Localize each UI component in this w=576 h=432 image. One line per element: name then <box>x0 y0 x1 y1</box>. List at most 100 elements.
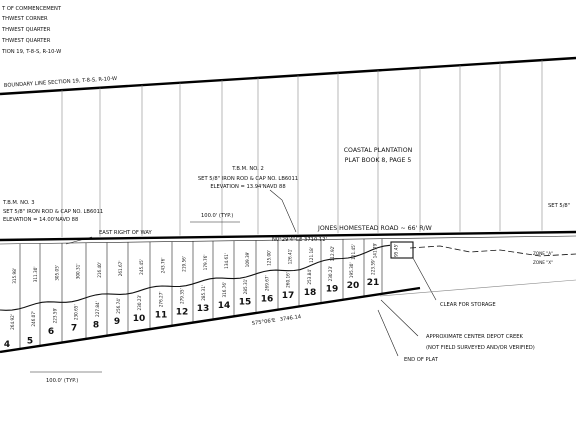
commencement-line-3: THWEST QUARTER <box>1 27 51 33</box>
bottom-depth-label: 230.23' <box>137 295 142 311</box>
lot-numbers: 4 5 6 7 8 9 10 11 12 13 14 15 16 17 18 19 20 21 <box>4 278 379 350</box>
commencement-line-5: TION 19, T-8-S, R-10-W <box>1 49 61 55</box>
bottom-depth-label: 285.31' <box>243 279 248 295</box>
top-depth-labels: 315.98'311.30'305.05'300.31'216.40'261.6… <box>12 243 399 284</box>
bottom-depth-label: 285.31' <box>201 285 206 301</box>
top-depth-label: 109.39' <box>245 252 250 268</box>
bottom-depth-label: 253.84' <box>307 269 312 285</box>
creek-leader <box>380 299 419 337</box>
bottom-depth-label: 230.23' <box>328 266 333 282</box>
lot-number: 8 <box>93 320 99 330</box>
storage-clearing-box <box>390 241 414 259</box>
top-depth-label: 219.56' <box>182 256 187 272</box>
bottom-depth-label: 246.07' <box>31 311 36 327</box>
tbm-2-elevation: ELEVATION = 13.94'NAVD 88 <box>210 184 285 190</box>
lot-number: 5 <box>27 336 33 346</box>
tbm-2-title: T.B.M. NO. 2 <box>231 166 264 172</box>
creek-label: APPROXIMATE CENTER DEPOT CREEK <box>426 334 524 340</box>
top-depth-label: 261.67' <box>118 260 123 276</box>
tbm-3-elevation: ELEVATION = 14.00'NAVD 88 <box>3 217 78 223</box>
tbm-3-title: T.B.M. NO. 3 <box>2 200 35 206</box>
bottom-depth-label: 227.84' <box>95 301 100 317</box>
coastal-plantation-title: COASTAL PLANTATION <box>344 147 413 154</box>
lot-lines <box>19 238 383 349</box>
zone-x-label: ZONE "X" <box>533 260 553 265</box>
coastal-plantation-book: PLAT BOOK 8, PAGE 5 <box>345 157 412 164</box>
zone-a-label: ZONE "A" <box>533 251 553 256</box>
lot-number: 6 <box>48 327 54 337</box>
commencement-line-4: THWEST QUARTER <box>1 38 51 44</box>
lot-number: 10 <box>133 314 146 324</box>
lot-number: 19 <box>326 284 339 294</box>
creek-bearing: S75°06'E <box>251 318 275 327</box>
setback-line <box>0 244 391 311</box>
top-depth-label: 245.45' <box>139 259 144 275</box>
top-depth-label: 179.76' <box>203 255 208 271</box>
lot-number: 7 <box>71 324 77 334</box>
set-rod-right: SET 5/8" <box>548 203 570 209</box>
lot-number: 14 <box>218 301 231 311</box>
tbm-2-leader <box>269 189 297 233</box>
lot-number: 9 <box>114 317 120 327</box>
lot-number: 15 <box>239 298 252 308</box>
bottom-depth-label: 260.16' <box>286 272 291 288</box>
road-name: JONES HOMESTEAD ROAD ~ 66' R/W <box>317 225 432 232</box>
end-plat-label: END OF PLAT <box>404 357 439 363</box>
lot-number: 11 <box>155 310 168 320</box>
section-boundary-line <box>0 56 576 96</box>
lot-number: 20 <box>347 281 360 291</box>
commencement-line-1: T OF COMMENCEMENT <box>1 6 62 12</box>
lot-number: 13 <box>197 304 210 314</box>
top-depth-label: 141.79' <box>372 243 377 259</box>
bottom-depth-label: 316.76' <box>222 282 227 298</box>
top-depth-label: 125.00' <box>266 250 271 266</box>
east-right-of-way-label: EAST RIGHT OF WAY <box>99 230 153 236</box>
bottom-depth-label: 276.27' <box>158 291 163 307</box>
bottom-depth-labels: 264.92' 246.07' 223.59' 230.65' 227.84' 256.7… <box>10 259 375 330</box>
top-depth-label: 112.92' <box>330 246 335 262</box>
lot-number: 18 <box>304 288 317 298</box>
top-depth-label: 300.31' <box>76 263 81 279</box>
creek-centerline <box>0 286 421 354</box>
bottom-depth-label: 223.59' <box>52 308 57 324</box>
commencement-line-2: THWEST CORNER <box>1 16 48 22</box>
tbm-3-rod: SET 5/8" IRON ROD & CAP NO. LB6011 <box>3 209 103 215</box>
lot-number: 17 <box>282 291 295 301</box>
bottom-depth-label: 195.30' <box>349 262 354 278</box>
bottom-depth-label: 230.65' <box>74 304 79 320</box>
clear-storage-leader <box>412 257 437 301</box>
road-edge-line <box>0 235 576 245</box>
typical-width-top: 100.0' (TYP.) <box>201 213 233 219</box>
lot-number: 4 <box>4 340 10 350</box>
coastal-plantation-lot-lines <box>61 60 543 238</box>
top-depth-label: 216.40' <box>97 262 102 278</box>
typical-width-bottom: 100.0' (TYP.) <box>46 378 78 384</box>
lot-number: 21 <box>367 278 380 288</box>
top-depth-label: 126.41' <box>288 249 293 265</box>
bottom-depth-label: 269.67' <box>264 275 269 291</box>
lot-number: 16 <box>261 294 274 304</box>
commencement-note: T OF COMMENCEMENT THWEST CORNER THWEST Q… <box>1 6 62 55</box>
top-depth-label: 134.61' <box>224 253 229 269</box>
top-depth-label: 121.45' <box>351 244 356 260</box>
bottom-depth-label: 264.92' <box>10 314 15 330</box>
bottom-depth-label: 279.35' <box>180 288 185 304</box>
creek-extension <box>379 279 576 297</box>
creek-distance: 3746.14 <box>279 314 302 323</box>
top-depth-label: 315.98' <box>12 268 17 284</box>
end-plat-leader <box>377 309 399 357</box>
top-depth-label: 95.45' <box>394 244 399 257</box>
bottom-depth-label: 223.59' <box>370 259 375 275</box>
tbm-2-note: T.B.M. NO. 2 SET 5/8" IRON ROD & CAP NO.… <box>198 166 298 233</box>
top-depth-label: 305.05' <box>54 265 59 281</box>
lot-number: 12 <box>176 307 189 317</box>
creek-note: (NOT FIELD SURVEYED AND/OR VERIFIED) <box>426 345 535 351</box>
bottom-depth-label: 256.74' <box>116 298 121 314</box>
tbm-2-rod: SET 5/8" IRON ROD & CAP NO. LB6011 <box>198 176 298 182</box>
flood-zone-line <box>409 245 576 257</box>
tbm-3-note: T.B.M. NO. 3 SET 5/8" IRON ROD & CAP NO.… <box>2 200 103 223</box>
road-right-of-way-line <box>0 230 576 242</box>
top-depth-label: 243.76' <box>160 258 165 274</box>
top-depth-label: 121.18' <box>309 247 314 263</box>
